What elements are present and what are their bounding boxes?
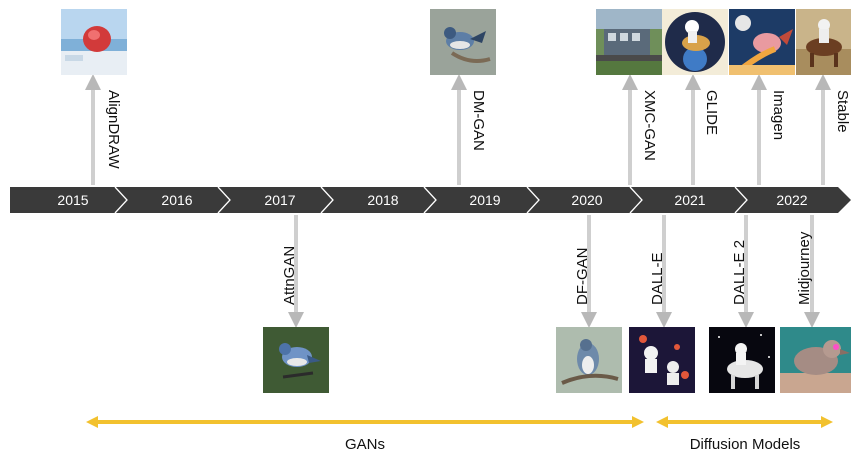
model-label-midjourney: Midjourney: [796, 231, 813, 305]
year-label-2016: 2016: [161, 192, 192, 208]
model-label-glide: GLIDE: [703, 90, 720, 136]
top-connectors: [85, 74, 831, 185]
stable-sample-image: [796, 9, 851, 75]
dalle2-sample-image: [709, 327, 775, 393]
model-label-imagen: Imagen: [770, 90, 787, 141]
imagen-sample-image: [729, 9, 795, 75]
model-label-xmcgan: XMC-GAN: [641, 90, 658, 161]
diffusion-range-label: Diffusion Models: [689, 436, 801, 453]
year-label-2020: 2020: [571, 192, 602, 208]
year-label-2015: 2015: [57, 192, 88, 208]
model-label-aligndraw: AlignDRAW: [105, 90, 122, 169]
model-label-stable: Stable: [834, 90, 851, 133]
aligndraw-sample-image: [61, 9, 127, 75]
glide-sample-image: [662, 9, 728, 75]
xmcgan-sample-image: [596, 9, 662, 75]
model-label-dalle2: DALL-E 2: [731, 239, 748, 305]
year-label-2017: 2017: [264, 192, 295, 208]
year-label-2021: 2021: [674, 192, 705, 208]
dmgan-sample-image: [430, 9, 496, 75]
model-label-dmgan: DM-GAN: [470, 90, 487, 151]
timeline-bar: 2015 2016 2017 2018 2019 2020 2021 2022: [10, 186, 851, 214]
midjourney-sample-image: [780, 327, 851, 393]
year-label-2019: 2019: [469, 192, 500, 208]
year-label-2018: 2018: [367, 192, 398, 208]
attngan-sample-image: [263, 327, 329, 393]
bottom-connectors: [288, 215, 820, 328]
dalle-sample-image: [629, 327, 695, 393]
model-label-dalle: DALL-E: [649, 252, 666, 305]
dfgan-sample-image: [556, 327, 622, 393]
model-label-attngan: AttnGAN: [281, 245, 298, 305]
gans-range-label: GANs: [344, 436, 386, 453]
year-label-2022: 2022: [776, 192, 807, 208]
model-label-dfgan: DF-GAN: [574, 247, 591, 306]
